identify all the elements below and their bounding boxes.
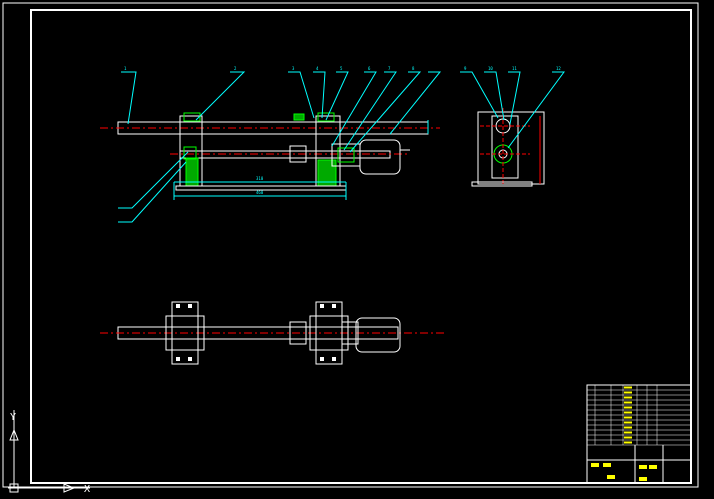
front-callout-labels: 1 2 3 4 5 6 7 8	[124, 66, 415, 71]
title-block-cell-text	[624, 431, 632, 434]
front-view[interactable]: 310 460 1 2 3 4 5 6 7 8	[100, 66, 442, 223]
dimension-label-2: 460	[256, 190, 264, 195]
title-block-label	[649, 465, 657, 469]
leader-side-1	[460, 71, 499, 119]
bolt-3	[176, 357, 180, 361]
title-block-label	[607, 475, 615, 479]
coupling-insert	[337, 147, 355, 163]
outer-border	[2, 2, 699, 488]
leader-10	[118, 151, 189, 209]
callout-3: 3	[292, 66, 295, 71]
top-view[interactable]	[100, 301, 444, 365]
callout-6: 6	[368, 66, 371, 71]
leader-9	[389, 71, 442, 135]
ucs-y-arrow	[9, 428, 19, 441]
ucs-origin-box	[9, 483, 19, 493]
side-inner-block	[491, 115, 519, 179]
right-bearing-top	[317, 112, 335, 122]
callout-7: 7	[388, 66, 391, 71]
title-block-frame	[586, 384, 692, 484]
title-block-label	[639, 465, 647, 469]
bolt-7	[320, 357, 324, 361]
inner-border	[30, 9, 692, 484]
side-callout-labels: 9 10 11 12	[464, 66, 561, 71]
title-block-cell-text	[624, 426, 632, 429]
callout-8: 8	[412, 66, 415, 71]
leader-5	[325, 71, 349, 121]
callout-9: 9	[464, 66, 467, 71]
ucs-icon: Y X	[8, 410, 90, 495]
dimension-label-1: 310	[256, 176, 264, 181]
left-bearing-top	[183, 112, 201, 122]
side-housing	[477, 111, 545, 185]
title-block-label	[603, 463, 611, 467]
callout-12: 12	[556, 66, 561, 71]
leader-side-3	[508, 71, 521, 125]
leader-side-2	[484, 71, 505, 121]
bolt-8	[332, 357, 336, 361]
left-bearing-bottom	[183, 146, 197, 160]
leader-4	[313, 71, 326, 119]
title-block-label	[639, 477, 647, 481]
callout-1: 1	[124, 66, 127, 71]
callout-4: 4	[316, 66, 319, 71]
leader-11	[118, 161, 187, 223]
title-block-cell-text	[624, 436, 632, 439]
callout-5: 5	[340, 66, 343, 71]
leader-8	[349, 71, 422, 153]
top-right-flange	[309, 315, 349, 351]
motor-body	[359, 139, 401, 175]
ucs-x-arrow	[63, 483, 76, 493]
bolt-4	[188, 357, 192, 361]
title-block-cell-text	[624, 441, 632, 444]
leader-2	[195, 71, 246, 121]
title-block-cell-text	[624, 401, 632, 404]
title-block-cell-text	[624, 421, 632, 424]
top-coupling	[341, 321, 359, 345]
top-nut	[289, 321, 307, 345]
leader-1	[121, 71, 137, 125]
leader-7	[343, 71, 397, 151]
bolt-2	[188, 304, 192, 308]
top-left-flange	[165, 315, 205, 351]
bolt-1	[176, 304, 180, 308]
leader-side-4	[507, 71, 565, 149]
callout-2: 2	[234, 66, 237, 71]
callout-11: 11	[512, 66, 517, 71]
title-block-cell-text	[624, 386, 632, 389]
side-view[interactable]: 9 10 11 12	[460, 66, 565, 187]
title-block-cell-text	[624, 406, 632, 409]
leader-3	[288, 71, 315, 119]
side-leaders	[460, 71, 565, 149]
top-motor	[355, 317, 401, 353]
title-block[interactable]	[586, 384, 692, 484]
leader-6	[331, 71, 377, 147]
callout-10: 10	[488, 66, 493, 71]
ucs-x-label: X	[84, 484, 90, 495]
ucs-y-label: Y	[10, 412, 16, 423]
side-base	[471, 181, 533, 187]
key-block	[293, 113, 305, 121]
bolt-5	[320, 304, 324, 308]
front-leaders	[118, 71, 442, 223]
title-block-cell-text	[624, 416, 632, 419]
title-block-label	[591, 463, 599, 467]
top-left-block	[171, 301, 199, 365]
title-block-cell-text	[624, 396, 632, 399]
title-block-cell-text	[624, 391, 632, 394]
screw-nut	[289, 145, 307, 163]
bolt-6	[332, 304, 336, 308]
title-block-cell-text	[624, 411, 632, 414]
